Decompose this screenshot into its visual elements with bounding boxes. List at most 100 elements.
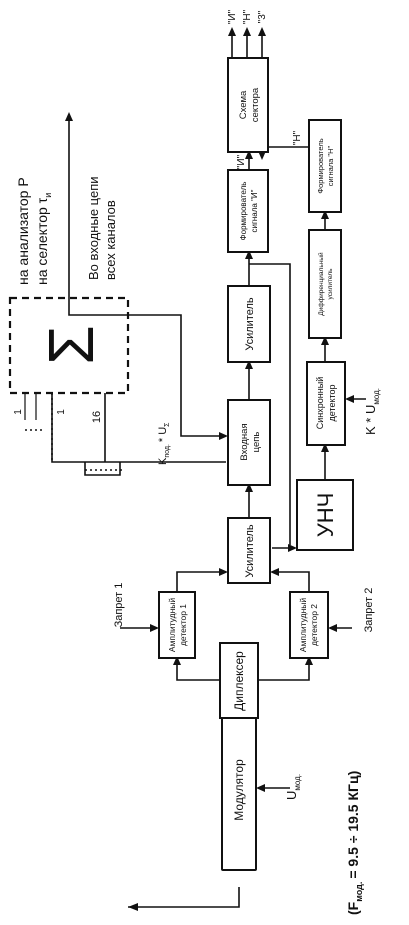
det2-amp-line <box>272 571 310 598</box>
input-amp2-arrow <box>245 360 253 369</box>
diplexer-det2-arrow <box>305 656 313 665</box>
fmod-label: (Fмод. = 9.5 ÷ 19.5 КГц) <box>345 771 364 915</box>
selector-sub: и <box>43 193 53 198</box>
formeri-feedback-line <box>249 263 291 545</box>
amplifier1-label: Усилитель <box>244 524 256 578</box>
diplexer-det1-arrow <box>173 656 181 665</box>
umod-arrowhead <box>256 784 265 792</box>
output-3-label: "3" <box>257 10 268 23</box>
kumod-arrow <box>345 395 354 403</box>
sync-detector-label-1: Синхронный <box>315 377 325 429</box>
sum-symbol: Σ <box>35 325 107 365</box>
kpod-tail: * U <box>157 427 169 442</box>
formern-sector-arrow <box>258 151 266 160</box>
sum-block <box>8 296 130 395</box>
zapret2-label: Запрет 2 <box>363 588 375 633</box>
zapret1-label: Запрет 1 <box>113 583 125 628</box>
kumod-sub: мод. <box>372 388 381 405</box>
sector-label-2: сектора <box>250 87 261 122</box>
umod-label: Uмод. <box>284 774 302 800</box>
det1-amp-line <box>176 571 226 598</box>
inputs-label-1: Во входные цепи <box>86 177 101 281</box>
sector-out-3-arrow <box>258 27 266 36</box>
umod-main: U <box>284 791 299 800</box>
amp1-unch-arrow <box>288 544 297 552</box>
input-line <box>128 887 240 908</box>
input-to-sum-line <box>51 393 226 463</box>
diplexer-block <box>219 642 259 719</box>
input-arrowhead <box>128 903 138 911</box>
sector-out-n-arrow <box>243 27 251 36</box>
input-circuit-block <box>227 399 271 486</box>
sync-detector-block <box>306 361 346 446</box>
diplexer-label: Диплексер <box>232 651 246 711</box>
amp2-formeri-arrow <box>245 250 253 259</box>
amp-det1-label-1: Амплитудный <box>167 598 177 653</box>
kumod-label: K * Uмод. <box>363 388 381 435</box>
sum-output-arrow <box>65 112 73 121</box>
sum-in-loop <box>84 462 121 476</box>
sum-input-16: 16 <box>91 411 103 423</box>
former-n-block <box>308 119 342 213</box>
diplexer-det1-line <box>176 658 220 681</box>
kumod-main: K * U <box>363 405 378 435</box>
blocks <box>8 57 354 871</box>
output-i-label: "И" <box>227 9 238 24</box>
det1-amp-arrow <box>219 568 228 576</box>
sync-detector-label-2: детектор <box>327 384 337 421</box>
former-i-label-2: сигнала "И" <box>250 189 259 232</box>
free-labels: Запрет 1 Запрет 2 Uмод. K * Uмод. Kпод.*… <box>13 9 381 915</box>
det2-amp-arrow <box>270 568 279 576</box>
amp-det1-block <box>158 591 196 659</box>
amp-det2-label-2: детектор 2 <box>309 604 319 646</box>
formeri-sector-arrow <box>245 150 253 159</box>
amplifier1-block <box>227 517 271 584</box>
diff-amp-label-2: усилитель <box>327 268 334 300</box>
input-circuit-label-1: Входная <box>239 423 250 460</box>
sum-to-input-arrow <box>219 432 228 440</box>
unch-label: УНЧ <box>313 493 338 538</box>
former-n-label-1: Формирователь <box>316 138 325 193</box>
former-i-block <box>227 169 269 253</box>
zapret2-arrow <box>328 624 337 632</box>
signal-n-label: "Н" <box>292 130 303 145</box>
amp-det2-label-1: Амплитудный <box>298 598 308 653</box>
amplifier2-label: Усилитель <box>244 297 256 351</box>
sector-label-1: Схема <box>238 90 249 119</box>
former-n-label-2: сигнала "Н" <box>326 145 335 186</box>
kpod-tail-sub: Σ <box>164 422 171 427</box>
sector-out-i-arrow <box>228 27 236 36</box>
inputs-label-2: всех каналов <box>103 200 118 280</box>
sector-block <box>227 57 269 153</box>
selector-main: на селектор τ <box>34 197 50 285</box>
amp-det1-label-2: детектор 1 <box>178 604 188 646</box>
diff-amp-block <box>308 229 342 339</box>
unch-sync-arrow <box>321 443 329 452</box>
fmod-open: (F <box>345 901 361 915</box>
sum-input-1b: 1 <box>56 409 67 415</box>
umod-sub: мод. <box>293 774 302 791</box>
kpod-k: K <box>157 457 169 465</box>
fmod-tail: = 9.5 ÷ 19.5 КГц) <box>345 771 361 879</box>
selector-label: на селектор τи <box>34 193 53 285</box>
kpod-label: Kпод. * UΣ <box>157 422 171 465</box>
sync-diff-arrow <box>321 336 329 345</box>
fmod-sub: мод. <box>354 882 364 902</box>
sum-input-1a: 1 <box>13 409 24 415</box>
analyzer-label: на анализатор P <box>15 177 31 285</box>
unch-block <box>296 479 354 551</box>
sum-to-channels-line <box>68 303 226 437</box>
signal-i-label: "И" <box>236 154 247 169</box>
amp-det2-block <box>289 591 329 659</box>
diff-amp-label-1: Диффиренциальный <box>317 252 325 316</box>
modulator-label: Модулятор <box>232 759 246 821</box>
zapret1-arrow <box>150 624 159 632</box>
kpod-sub: под. <box>164 444 171 458</box>
amp1-input-arrow <box>245 483 253 492</box>
input-circuit-label-2: цепь <box>251 432 262 453</box>
former-i-label-1: Формирователь <box>239 182 248 241</box>
diff-formern-arrow <box>321 210 329 219</box>
block-labels: Модулятор Диплексер Амплитудный детектор… <box>35 87 338 821</box>
amplifier2-block <box>227 285 271 363</box>
